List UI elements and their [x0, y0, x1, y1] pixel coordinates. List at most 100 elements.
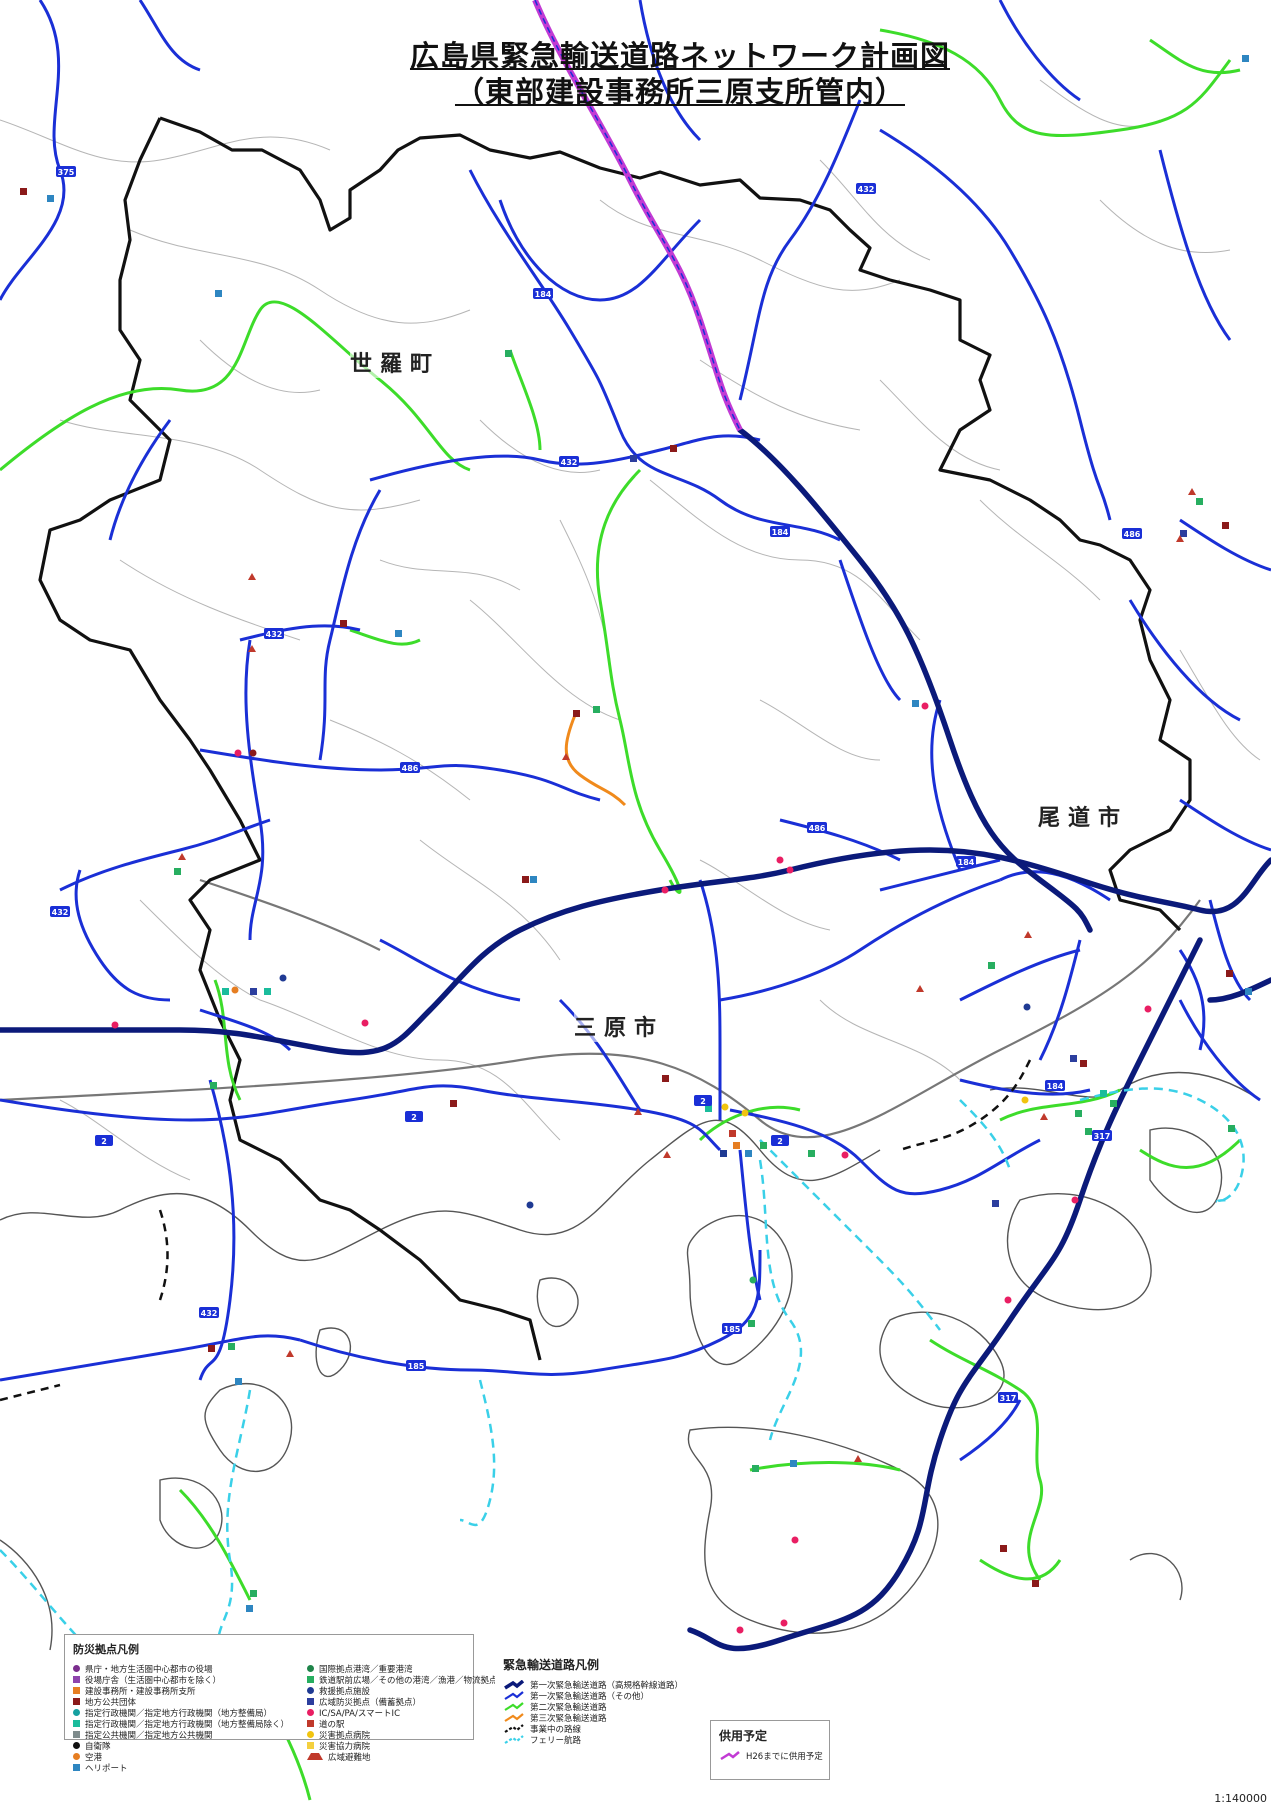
circle-symbol-icon	[307, 1709, 315, 1716]
route-shield: 317	[1092, 1130, 1112, 1141]
bosai-legend-item: 指定行政機関／指定地方行政機関（地方整備局）	[73, 1707, 289, 1719]
circle-symbol-icon	[73, 1742, 80, 1749]
planned-road	[532, 0, 743, 432]
svg-text:2: 2	[700, 1097, 706, 1106]
bosai-legend-label: 県庁・地方生活圏中心都市の役場	[85, 1664, 213, 1675]
bosai-legend-item: IC/SA/PA/スマートIC	[307, 1707, 498, 1719]
bosai-legend-item: 災害協力病院	[307, 1740, 498, 1752]
railways	[0, 878, 1201, 1139]
road-legend: 緊急輸送道路凡例 第一次緊急輸送道路（高規格幹線道路）第一次緊急輸送道路（その他…	[495, 1650, 695, 1760]
svg-text:2: 2	[411, 1113, 417, 1122]
circle-symbol-icon	[73, 1665, 80, 1672]
road-legend-label: 第一次緊急輸送道路（高規格幹線道路）	[530, 1680, 684, 1691]
road-line-swatch	[504, 1723, 524, 1733]
square-symbol-icon	[73, 1764, 80, 1771]
planned-legend-label: H26までに供用予定	[746, 1751, 823, 1762]
map-title-line2: （東部建設事務所三原支所管内）	[454, 75, 905, 109]
bosai-legend-item: 指定行政機関／指定地方行政機関（地方整備局除く）	[73, 1718, 289, 1730]
bosai-legend-item: 建設事務所・建設事務所支所	[73, 1685, 289, 1697]
route-shield: 184	[956, 856, 976, 867]
bosai-legend-item: 広域防災拠点（備蓄拠点）	[307, 1696, 498, 1708]
square-symbol-icon	[73, 1731, 80, 1738]
road-legend-label: 第二次緊急輸送道路	[530, 1702, 607, 1713]
bosai-legend-label: 空港	[85, 1752, 103, 1763]
square-symbol-icon	[307, 1676, 315, 1683]
route-shields: 375 184 432 432 184 432 486 486 184 432 …	[50, 166, 1142, 1403]
route-shield: 2	[694, 1095, 712, 1106]
svg-text:432: 432	[52, 908, 69, 917]
tertiary-roads	[564, 714, 627, 807]
route-shield: 2	[771, 1135, 789, 1146]
bosai-legend-item: 空港	[73, 1751, 289, 1763]
bosai-legend-label: 国際拠点港湾／重要港湾	[319, 1664, 413, 1675]
minor-roads	[0, 79, 1261, 1181]
road-legend-items: 第一次緊急輸送道路（高規格幹線道路）第一次緊急輸送道路（その他）第二次緊急輸送道…	[503, 1679, 687, 1746]
road-legend-item: 第一次緊急輸送道路（その他）	[503, 1690, 687, 1702]
bosai-legend-label: 道の駅	[319, 1719, 345, 1730]
bosai-legend-item: 県庁・地方生活圏中心都市の役場	[73, 1663, 289, 1675]
planned-line-swatch	[720, 1750, 740, 1760]
road-legend-item: 第一次緊急輸送道路（高規格幹線道路）	[503, 1679, 687, 1691]
bosai-legend-item: 指定公共機関／指定地方公共機関	[73, 1729, 289, 1741]
circle-symbol-icon	[73, 1753, 80, 1760]
circle-symbol-icon	[307, 1731, 315, 1738]
bosai-legend-label: 自衛隊	[85, 1741, 111, 1752]
triangle-symbol-icon	[307, 1753, 324, 1760]
bosai-legend-label: IC/SA/PA/スマートIC	[319, 1708, 401, 1719]
bosai-legend-label: 鉄道駅前広場／その他の港湾／漁港／物流拠点	[319, 1675, 498, 1686]
svg-text:432: 432	[201, 1309, 218, 1318]
bosai-legend-label: 役場庁舎（生活圏中心都市を除く）	[85, 1675, 222, 1686]
svg-text:486: 486	[402, 764, 419, 773]
bosai-legend-item: 地方公共団体	[73, 1696, 289, 1708]
route-shield: 432	[559, 456, 579, 467]
map-title: 広島県緊急輸送道路ネットワーク計画図 （東部建設事務所三原支所管内）	[380, 38, 980, 110]
square-symbol-icon	[73, 1720, 80, 1727]
bosai-legend-item: ヘリポート	[73, 1762, 289, 1774]
svg-text:317: 317	[1000, 1394, 1017, 1403]
bosai-legend-item: 国際拠点港湾／重要港湾	[307, 1663, 498, 1675]
route-shield: 2	[405, 1111, 423, 1122]
road-line-swatch	[504, 1701, 524, 1711]
svg-text:184: 184	[535, 290, 552, 299]
municipal-boundary	[38, 116, 1192, 1361]
route-shield: 184	[1045, 1080, 1065, 1091]
road-line-swatch	[504, 1734, 524, 1744]
coastline	[0, 1071, 1261, 1651]
road-line-swatch	[504, 1679, 525, 1689]
square-symbol-icon	[307, 1742, 315, 1749]
route-shield: 432	[856, 183, 876, 194]
route-shield: 486	[1122, 528, 1142, 539]
svg-text:486: 486	[809, 824, 826, 833]
facility-markers	[20, 55, 1252, 1634]
place-label-onomichi: 尾道市	[1038, 800, 1129, 832]
road-legend-item: フェリー航路	[503, 1734, 687, 1746]
square-symbol-icon	[73, 1698, 80, 1705]
route-shield: 2	[95, 1135, 113, 1146]
route-shield: 185	[406, 1360, 426, 1371]
bosai-legend-label: 災害拠点病院	[319, 1730, 371, 1741]
svg-text:2: 2	[777, 1137, 783, 1146]
bosai-legend-item: 広域避難地	[307, 1751, 498, 1763]
bosai-legend-label: 地方公共団体	[85, 1697, 137, 1708]
bosai-legend-label: 広域防災拠点（備蓄拠点）	[319, 1697, 422, 1708]
road-legend-label: フェリー航路	[530, 1735, 582, 1746]
primary-roads	[0, 0, 1271, 1462]
planned-legend-title: 供用予定	[719, 1729, 768, 1743]
route-shield: 486	[400, 762, 420, 773]
circle-symbol-icon	[307, 1687, 315, 1694]
bosai-legend-label: 広域避難地	[328, 1752, 371, 1763]
place-label-mihara: 三原市	[574, 1010, 665, 1042]
planned-legend-item: H26までに供用予定	[719, 1750, 823, 1762]
road-legend-label: 第三次緊急輸送道路	[530, 1713, 607, 1724]
bosai-legend-label: 指定行政機関／指定地方行政機関（地方整備局）	[85, 1708, 273, 1719]
svg-text:375: 375	[58, 168, 75, 177]
bosai-legend-label: 建設事務所・建設事務所支所	[85, 1686, 196, 1697]
place-label-sera: 世羅町	[350, 346, 441, 378]
scale-label: 1:140000	[1214, 1792, 1267, 1805]
svg-text:184: 184	[772, 528, 789, 537]
route-shield: 432	[264, 628, 284, 639]
svg-text:486: 486	[1124, 530, 1141, 539]
bosai-legend-label: 指定公共機関／指定地方公共機関	[85, 1730, 213, 1741]
expressways	[0, 427, 1271, 1652]
